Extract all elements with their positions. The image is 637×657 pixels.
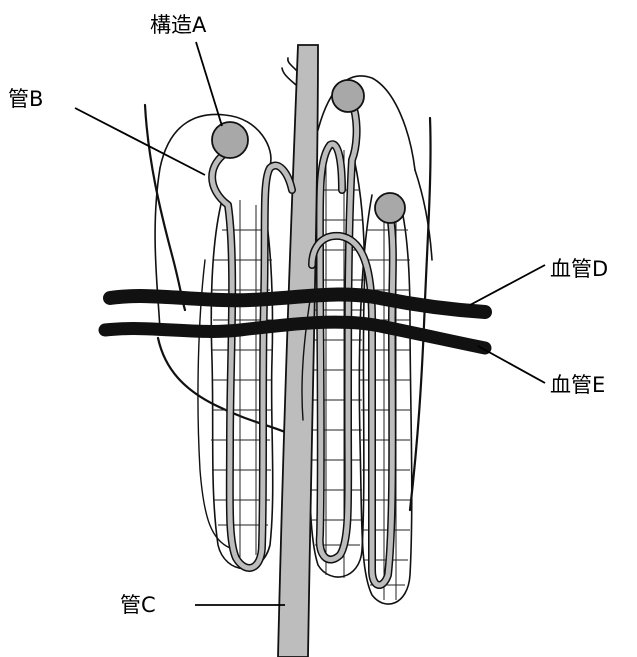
label-tube-c: 管C [120,593,156,617]
collecting-duct-tube-c [278,45,318,657]
leader-structure-a [196,42,222,126]
leader-tube-b [75,108,205,175]
glomerulus-2 [332,80,364,112]
label-vessel-d: 血管D [550,257,608,281]
glomerulus-3 [375,193,405,223]
label-vessel-e: 血管E [550,373,605,397]
glomerulus-1 [212,122,248,158]
tubule-loop-1 [212,150,292,568]
leader-vessel-d [470,265,545,305]
label-structure-a: 構造A [150,13,207,37]
collecting-duct [278,45,318,657]
leader-vessel-e [478,346,545,383]
label-tube-b: 管B [8,87,43,111]
